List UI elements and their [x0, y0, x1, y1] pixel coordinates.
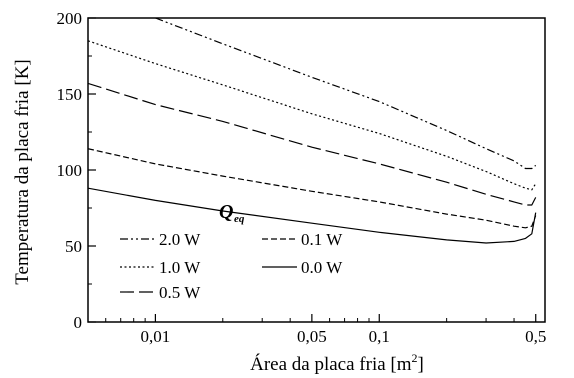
y-tick-label-3: 150	[57, 85, 83, 104]
series-line-4	[88, 187, 537, 244]
legend-label-3: 0.1 W	[301, 230, 343, 249]
x-tick-label-2: 0,1	[369, 327, 390, 346]
series-line-2	[88, 82, 537, 206]
series-line-3	[88, 148, 537, 229]
legend-label-2: 0.5 W	[159, 283, 201, 302]
legend-label-4: 0.0 W	[301, 258, 343, 277]
legend-label-1: 1.0 W	[159, 258, 201, 277]
x-tick-label-1: 0,05	[297, 327, 327, 346]
series-line-0	[155, 18, 537, 170]
x-tick-label-3: 0,5	[525, 327, 546, 346]
y-axis-label: Temperatura da placa fria [K]	[12, 59, 33, 284]
legend-label-0: 2.0 W	[159, 230, 201, 249]
series-line-1	[88, 40, 537, 191]
x-tick-label-0: 0,01	[141, 327, 171, 346]
x-axis-label-end: ]	[418, 354, 424, 375]
x-axis-label: Área da placa fria [m2]	[250, 351, 424, 375]
x-axis-label-main: Área da placa fria [m	[250, 353, 412, 375]
y-tick-label-2: 100	[57, 161, 83, 180]
legend-title: Q	[219, 201, 233, 223]
axes-layer: 0,01 0,05 0,1 0,5 0 50 100 150 200	[57, 9, 547, 346]
y-tick-label-0: 0	[74, 313, 83, 332]
series-layer	[88, 18, 537, 244]
legend-title-subscript: eq	[234, 213, 245, 225]
x-axis-label-sup: 2	[412, 351, 418, 365]
y-tick-label-1: 50	[65, 237, 82, 256]
y-tick-label-4: 200	[57, 9, 83, 28]
